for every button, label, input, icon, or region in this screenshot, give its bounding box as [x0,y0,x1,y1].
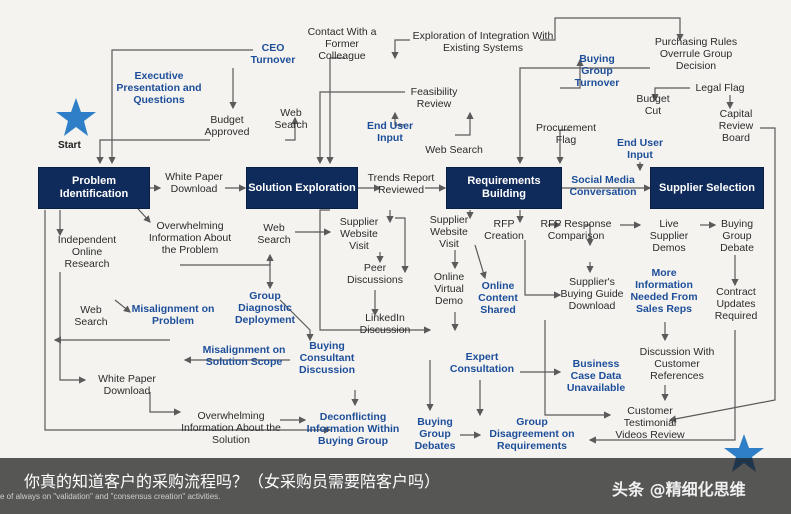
label-buying-consultant: Buying Consultant Discussion [298,340,356,376]
label-independent-online: Independent Online Research [57,234,117,270]
label-executive-presentation: Executive Presentation and Questions [116,70,202,106]
connector [524,240,562,299]
connector [319,209,432,334]
label-feasibility-review: Feasibility Review [410,86,458,110]
connector [474,244,487,280]
connector [668,127,776,423]
connector [588,330,736,444]
connector [180,253,274,266]
label-buying-group-debate: Buying Group Debate [720,218,754,254]
label-web-search-4: Web Search [74,304,108,328]
start-star-icon [56,98,96,136]
label-discussion-customer-refs: Discussion With Customer References [639,346,715,382]
connector [544,320,612,419]
stage-requirements-building: Requirements Building [446,167,562,209]
label-contract-updates: Contract Updates Required [714,286,758,322]
label-buying-group-debates: Buying Group Debates [414,416,456,452]
stage-problem-identification: Problem Identification [38,167,150,209]
label-budget-cut: Budget Cut [636,93,670,117]
watermark-text: 头条 @精细化思维 [612,480,746,499]
label-end-user-input-2: End User Input [616,137,664,161]
label-expert-consultation: Expert Consultation [449,351,515,375]
connector [585,224,594,247]
label-contact-former-colleague: Contact With a Former Colleague [307,26,377,62]
connector [279,299,314,342]
label-web-search-3: Web Search [257,222,291,246]
connector [149,392,182,416]
connector [516,67,650,165]
label-web-search-1: Web Search [274,107,308,131]
connector [114,299,131,313]
connector [651,87,690,102]
label-suppliers-buying-guide: Supplier's Buying Guide Download [560,276,624,312]
label-end-user-input-1: End User Input [366,120,414,144]
connector [391,111,405,126]
caption-banner [0,458,791,514]
label-buying-group-turnover: Buying Group Turnover [574,53,620,89]
label-capital-review-board: Capital Review Board [718,108,754,144]
end-star-icon [724,434,764,472]
label-peer-discussions: Peer Discussions [346,262,404,286]
connector [455,111,474,136]
label-white-paper-download-1: White Paper Download [165,171,223,195]
label-social-media: Social Media Conversation [569,174,637,198]
connector [44,210,332,434]
start-label: Start [58,140,81,151]
label-rfp-response: RFP Response Comparison [540,218,612,242]
label-legal-flag: Legal Flag [695,82,745,94]
label-purchasing-rules: Purchasing Rules Overrule Group Decision [654,36,738,72]
label-business-case: Business Case Data Unavailable [566,358,626,394]
label-overwhelming-info-2: Overwhelming Information About the Solut… [181,410,281,446]
label-ceo-turnover: CEO Turnover [250,42,296,66]
stage-solution-exploration: Solution Exploration [246,167,358,209]
label-white-paper-download-2: White Paper Download [98,373,156,397]
connector [326,57,345,165]
label-web-search-2: Web Search [425,144,483,156]
connector [108,49,253,165]
label-live-supplier-demos: Live Supplier Demos [649,218,689,254]
label-online-content-shared: Online Content Shared [478,280,518,316]
label-deconflicting-info: Deconflicting Information Within Buying … [306,411,400,447]
caption-text: 你真的知道客户的采购流程吗？（女采购员需要陪客户吗） [24,472,441,491]
connector [285,116,299,141]
connector [560,58,584,89]
connector [316,91,405,165]
label-trends-report: Trends Report Reviewed [367,172,435,196]
connector [59,272,87,384]
connector [395,217,409,274]
connector [556,129,570,165]
label-misalignment-problem: Misalignment on Problem [131,303,215,327]
label-procurement-flag: Procurement Flag [535,122,597,146]
stage-supplier-selection: Supplier Selection [650,167,764,209]
connector [391,39,410,60]
label-linkedin-discussion: LinkedIn Discussion [359,312,411,336]
label-overwhelming-info-1: Overwhelming Information About the Probl… [148,220,232,256]
connector [96,139,210,165]
label-group-diagnostic: Group Diagnostic Deployment [234,290,296,326]
label-group-disagreement: Group Disagreement on Requirements [489,416,575,452]
label-rfp-creation: RFP Creation [484,218,524,242]
label-supplier-website-2: Supplier Website Visit [429,214,469,250]
footnote-text: e of always on "validation" and "consens… [0,492,221,501]
label-online-virtual-demo: Online Virtual Demo [433,271,465,307]
label-budget-approved: Budget Approved [204,114,250,138]
connector [540,17,684,42]
label-customer-testimonial: Customer Testimonial Videos Review [615,405,685,441]
label-misalignment-solution: Misalignment on Solution Scope [202,344,286,368]
label-more-information: More Information Needed From Sales Reps [630,267,698,315]
label-exploration-integration: Exploration of Integration With Existing… [412,30,554,54]
label-supplier-website-1: Supplier Website Visit [339,216,379,252]
